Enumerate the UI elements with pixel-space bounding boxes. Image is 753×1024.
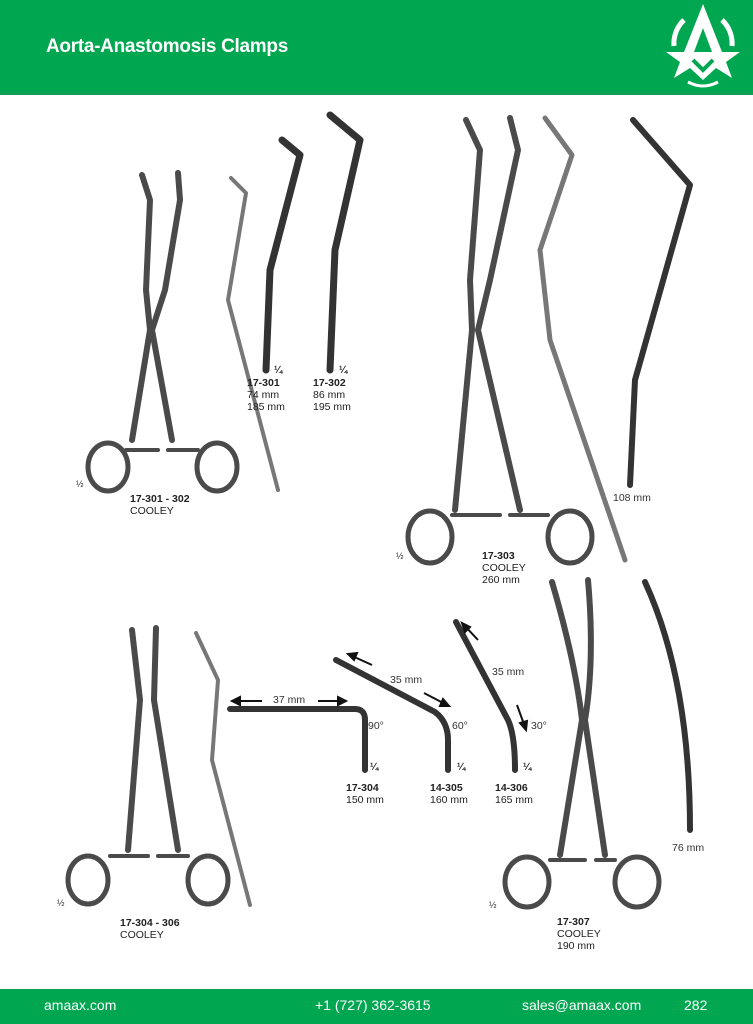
jaw-length-17-303: 108 mm xyxy=(613,492,651,504)
product-illustrations: 17-301 - 302 COOLEY ½ ¼ 17-301 74 mm 185… xyxy=(0,95,753,989)
product-label-17-304-306: 17-304 - 306 COOLEY xyxy=(120,917,180,941)
scale-indicator: ¼ xyxy=(339,365,348,376)
jaw-length-14-305: 35 mm xyxy=(390,674,423,686)
page-footer: amaax.com +1 (727) 362-3615 sales@amaax.… xyxy=(0,989,753,1024)
product-label-17-301: 17-301 74 mm 185 mm xyxy=(247,377,285,413)
phone-number[interactable]: +1 (727) 362-3615 xyxy=(315,997,431,1013)
angle-14-306: 30° xyxy=(531,720,547,732)
dimension-arrows xyxy=(229,621,529,733)
page-number: 282 xyxy=(684,997,708,1013)
angle-14-305: 60° xyxy=(452,720,468,732)
scale-indicator: ½ xyxy=(57,898,65,908)
amaax-logo-icon xyxy=(666,4,740,88)
page-header: Aorta-Anastomosis Clamps xyxy=(0,0,753,95)
scale-indicator: ¼ xyxy=(370,762,379,773)
product-label-17-301-302: 17-301 - 302 COOLEY xyxy=(130,493,190,517)
product-label-17-304: 17-304 150 mm xyxy=(346,782,384,806)
clamp-17-307-drawing xyxy=(502,577,662,910)
clamp-17-303-drawing xyxy=(405,115,595,566)
jaw-length-17-304: 37 mm xyxy=(273,694,306,706)
scale-indicator: ½ xyxy=(396,551,404,561)
clamp-17-304-306-drawing xyxy=(65,625,231,907)
clamp-17-301-302-drawing xyxy=(85,170,240,494)
instrument-drawings xyxy=(65,111,693,910)
scale-indicator: ¼ xyxy=(274,365,283,376)
product-label-17-302: 17-302 86 mm 195 mm xyxy=(313,377,351,413)
jaw-length-14-306: 35 mm xyxy=(492,666,525,678)
scale-indicator: ½ xyxy=(489,900,497,910)
product-label-17-303: 17-303 COOLEY 260 mm xyxy=(482,550,526,586)
angle-17-304: 90° xyxy=(368,720,384,732)
page-title: Aorta-Anastomosis Clamps xyxy=(46,36,288,57)
product-label-14-305: 14-305 160 mm xyxy=(430,782,468,806)
scale-indicator: ½ xyxy=(76,479,84,489)
scale-indicator: ¼ xyxy=(523,762,532,773)
email-link[interactable]: sales@amaax.com xyxy=(522,997,642,1013)
product-label-17-307: 17-307 COOLEY 190 mm xyxy=(557,916,601,952)
product-label-14-306: 14-306 165 mm xyxy=(495,782,533,806)
website-link[interactable]: amaax.com xyxy=(44,997,117,1013)
scale-indicator: ¼ xyxy=(457,762,466,773)
jaw-length-17-307: 76 mm xyxy=(672,842,705,854)
